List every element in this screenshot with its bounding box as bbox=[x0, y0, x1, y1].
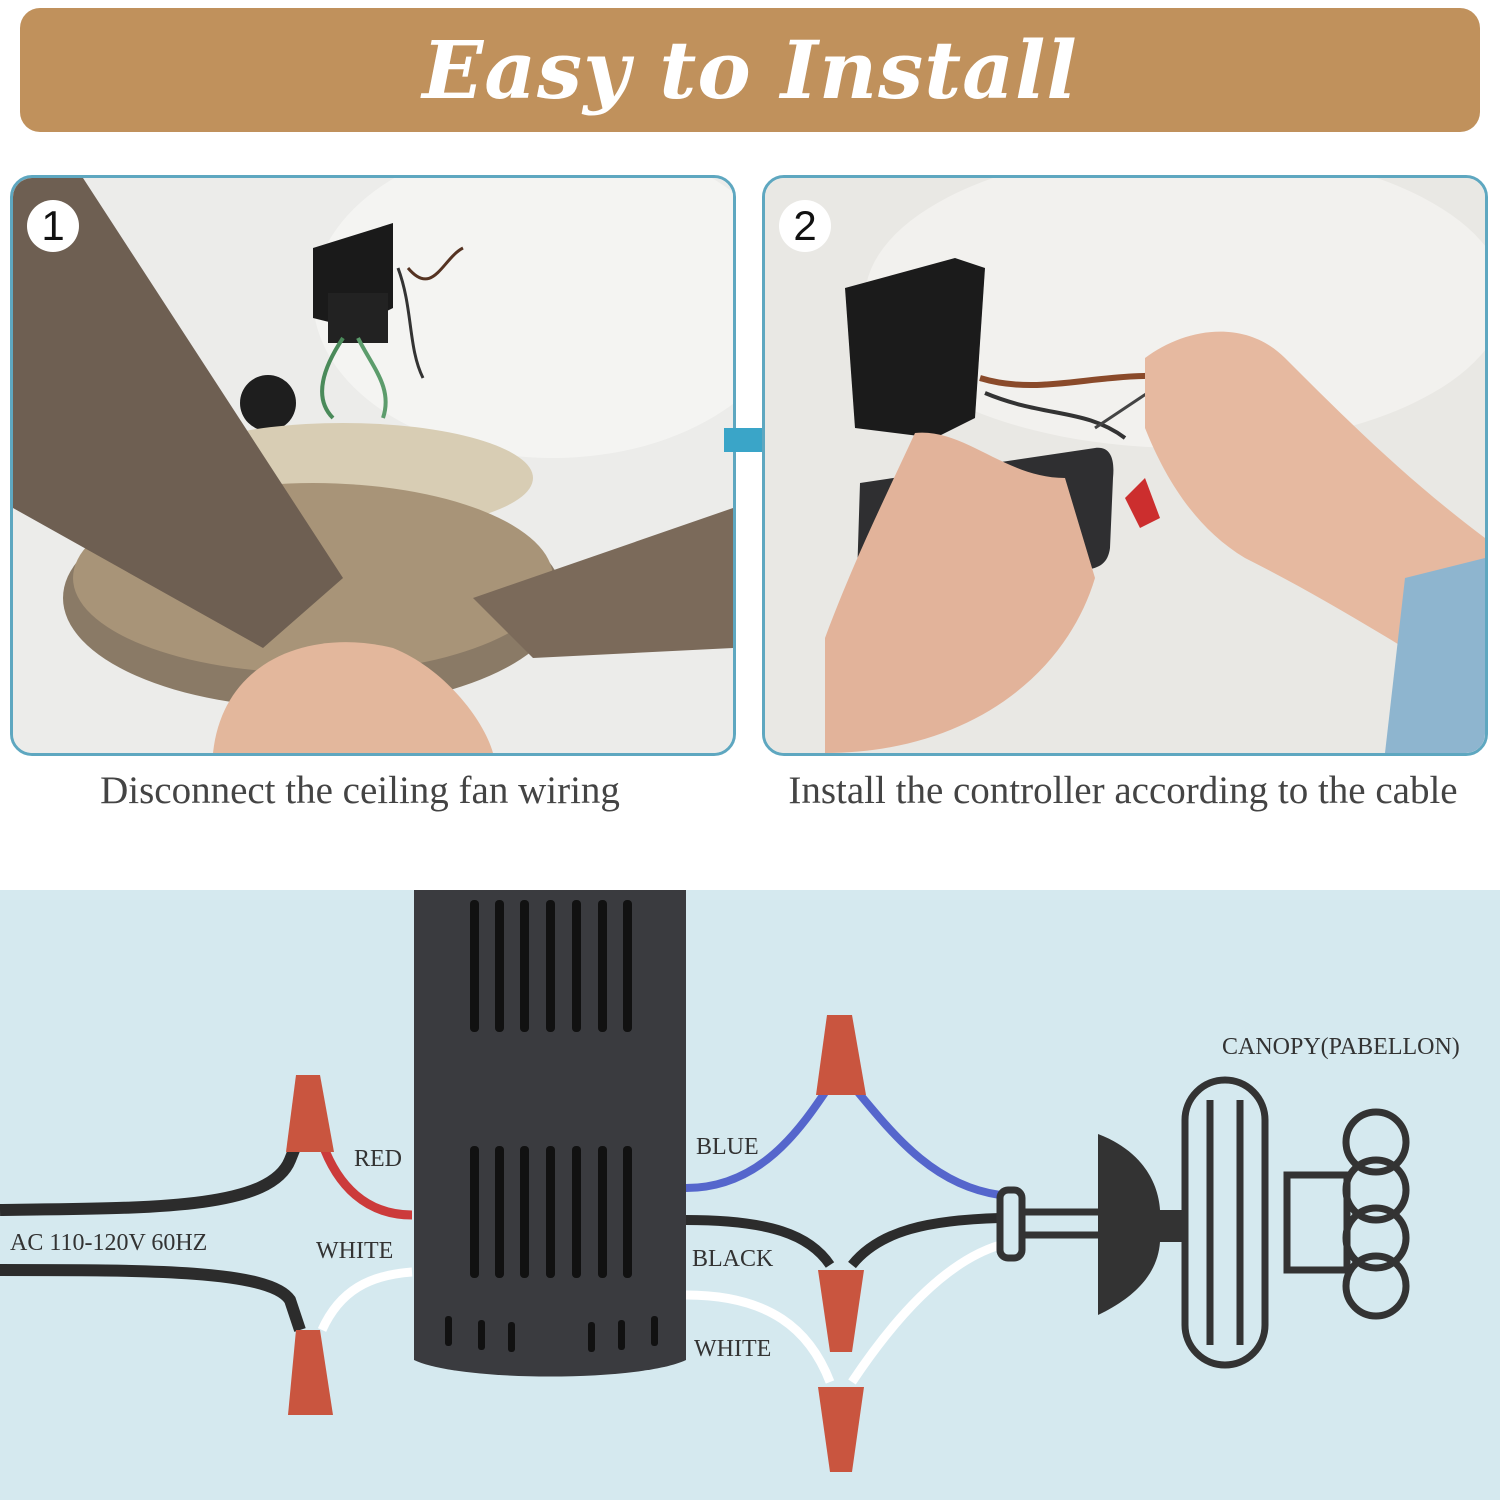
supply-voltage-label: AC 110-120V 60HZ bbox=[10, 1230, 207, 1256]
fan-black-wire bbox=[848, 1213, 1001, 1269]
supply-neutral-wire bbox=[0, 1264, 306, 1332]
controller-white-output-wire bbox=[685, 1290, 835, 1384]
wire-nut-black-icon bbox=[818, 1270, 864, 1352]
supply-black-wire bbox=[0, 1132, 306, 1216]
banner-title: Easy to Install bbox=[422, 23, 1078, 117]
controller-vents-top bbox=[470, 900, 632, 1032]
wire-nut-blue-icon bbox=[816, 1015, 866, 1095]
canopy-bowl-icon bbox=[1098, 1134, 1160, 1315]
controller-black-wire bbox=[685, 1215, 835, 1268]
step-2-photo: 2 bbox=[762, 175, 1488, 756]
title-banner: Easy to Install bbox=[20, 8, 1480, 132]
step-2-number-badge: 2 bbox=[779, 200, 831, 252]
wiring-diagram: AC 110-120V 60HZ RED WHITE BLUE BLACK WH… bbox=[0, 890, 1500, 1500]
black-wire-label: BLACK bbox=[692, 1246, 774, 1272]
red-wire-label: RED bbox=[354, 1146, 402, 1172]
canopy-stem-icon bbox=[1160, 1210, 1185, 1242]
white-input-wire-label: WHITE bbox=[316, 1238, 393, 1264]
step-1-photo: 1 bbox=[10, 175, 736, 756]
step-2-caption: Install the controller according to the … bbox=[788, 769, 1458, 812]
fan-blue-wire bbox=[848, 1082, 1001, 1199]
canopy-icon bbox=[996, 1076, 1410, 1369]
controller-box bbox=[414, 890, 686, 1377]
wire-nut-red-icon bbox=[286, 1075, 334, 1152]
controller-white-input-wire bbox=[317, 1267, 413, 1332]
wire-nut-white-output-icon bbox=[818, 1387, 864, 1472]
white-output-wire-label: WHITE bbox=[694, 1336, 771, 1362]
controller-feet bbox=[445, 1316, 658, 1352]
step-1-caption: Disconnect the ceiling fan wiring bbox=[100, 769, 620, 812]
controller-vents-bottom bbox=[470, 1146, 632, 1278]
wire-nut-icons bbox=[286, 1015, 866, 1472]
step-1-number-badge: 1 bbox=[27, 200, 79, 252]
blue-wire-label: BLUE bbox=[696, 1134, 759, 1160]
fan-white-wire bbox=[848, 1240, 1002, 1385]
wire-nut-white-input-icon bbox=[288, 1330, 333, 1415]
controller-blue-wire bbox=[685, 1082, 834, 1192]
canopy-label: CANOPY(PABELLON) bbox=[1222, 1034, 1460, 1060]
